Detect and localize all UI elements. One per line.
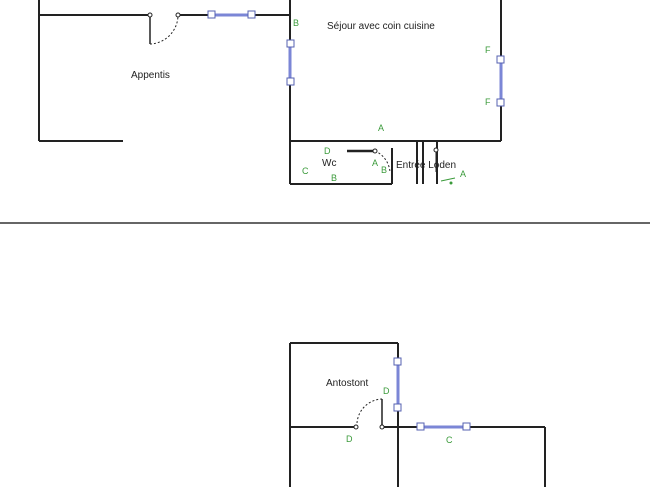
door-wc-hinge xyxy=(372,148,378,154)
walls-upper xyxy=(38,0,502,185)
marker-b-wc-right: B xyxy=(381,165,387,175)
marker-a-wc: A xyxy=(372,158,378,168)
window-lower-right-frame-bottom xyxy=(393,403,402,412)
room-label-wc: Wc xyxy=(322,158,336,169)
door-lower-swing xyxy=(356,398,383,428)
room-label-entree: Entrée Loden xyxy=(396,160,456,171)
window-left-frame-bottom xyxy=(286,77,295,86)
door-appentis-hinge-right xyxy=(175,12,181,18)
marker-b-top: B xyxy=(293,18,299,28)
marker-a-entree: A xyxy=(460,169,466,179)
window-left-frame-top xyxy=(286,39,295,48)
windows-upper xyxy=(207,10,505,107)
marker-d-lower-upper: D xyxy=(383,386,390,396)
window-lower-bottom-frame-right xyxy=(462,422,471,431)
marker-f-lower: F xyxy=(485,97,491,107)
door-lower-hinge-left xyxy=(353,424,359,430)
marker-b-wc: B xyxy=(331,173,337,183)
window-top-frame-left xyxy=(207,10,216,19)
marker-f-upper: F xyxy=(485,45,491,55)
room-label-lower: Antostont xyxy=(326,378,368,389)
marker-c-wc: C xyxy=(302,166,309,176)
window-right-frame-top xyxy=(496,55,505,64)
markers-lower: D D C xyxy=(346,386,453,445)
walls-lower xyxy=(289,342,546,487)
door-lower-hinge-right xyxy=(379,424,385,430)
doors-lower xyxy=(353,398,385,430)
door-appentis-swing xyxy=(149,14,179,45)
window-lower-bottom-frame-left xyxy=(416,422,425,431)
room-label-sejour: Séjour avec coin cuisine xyxy=(327,21,435,32)
window-lower-right-frame-top xyxy=(393,357,402,366)
marker-c-lower: C xyxy=(446,435,453,445)
marker-dot-icon xyxy=(449,181,453,185)
door-appentis-hinge-left xyxy=(147,12,153,18)
marker-d-lower: D xyxy=(346,434,353,444)
markers-upper: B F F A D C B A B A xyxy=(293,18,491,183)
door-entree-hinge xyxy=(433,147,439,153)
doors-upper xyxy=(147,12,439,173)
marker-arrow-icon xyxy=(440,177,456,182)
marker-d-wc: D xyxy=(324,146,331,156)
marker-a-top: A xyxy=(378,123,384,133)
window-top-frame-right xyxy=(247,10,256,19)
room-label-appentis: Appentis xyxy=(131,70,170,81)
windows-lower xyxy=(393,357,471,431)
window-right-frame-bottom xyxy=(496,98,505,107)
